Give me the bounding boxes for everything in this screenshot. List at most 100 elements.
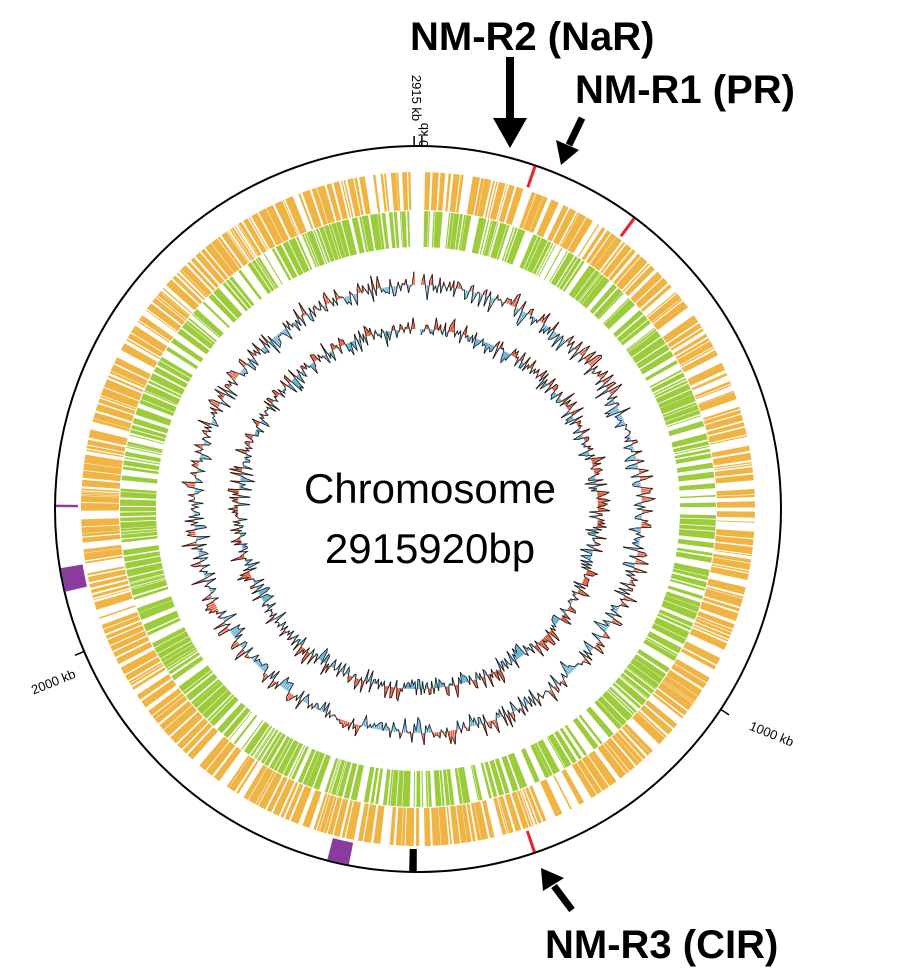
gc-skew-bar (551, 392, 557, 398)
gc-content-bar (341, 719, 344, 724)
reverse-gene-block (447, 212, 454, 249)
reverse-gene-block (120, 488, 157, 494)
reverse-gene-block (133, 586, 169, 600)
forward-gene-block (680, 648, 717, 670)
forward-gene-block (603, 741, 630, 774)
gc-content-bar (242, 369, 248, 374)
reverse-gene-block (496, 224, 510, 260)
forward-gene-block (282, 199, 299, 236)
reverse-gene-block (124, 556, 162, 569)
forward-gene-block (446, 806, 452, 845)
reverse-gene-block (578, 714, 603, 745)
reverse-gene-block (168, 652, 201, 675)
forward-gene-block (137, 320, 171, 343)
forward-gene-block (89, 575, 128, 588)
reverse-gene-block (470, 765, 480, 801)
reverse-gene-block (313, 229, 328, 264)
reverse-gene-block (568, 265, 596, 299)
reverse-gene-block (350, 764, 365, 801)
reverse-gene-block (135, 407, 172, 426)
reverse-gene-block (457, 766, 471, 804)
reverse-gene-block (159, 356, 193, 379)
reverse-gene-block (126, 562, 163, 577)
forward-gene-block (221, 231, 249, 267)
reverse-gene-block (335, 760, 347, 796)
gc-content-bar (230, 627, 239, 634)
reverse-gene-block (607, 688, 635, 715)
reverse-gene-block (663, 595, 700, 613)
forward-gene-block (674, 658, 710, 683)
forward-gene-block (712, 557, 751, 571)
gc-tracks (180, 271, 657, 745)
forward-gene-block (715, 535, 754, 546)
forward-gene-block (588, 750, 617, 787)
reverse-gene-block (673, 440, 710, 453)
reverse-gene-block (157, 360, 191, 383)
reverse-gene-block (122, 545, 160, 556)
forward-gene-block (238, 221, 262, 256)
forward-gene-block (160, 290, 191, 317)
reverse-gene-block (144, 390, 178, 406)
reverse-gene-block (343, 762, 358, 799)
forward-gene-block (470, 802, 482, 841)
region-marker-nm-r2 (526, 165, 537, 188)
gc-content-bar (209, 587, 217, 592)
reverse-gene-block (523, 236, 542, 271)
forward-gene-block (559, 212, 579, 247)
reverse-gene-block (559, 257, 582, 290)
forward-gene-block (621, 725, 650, 756)
reverse-gene-block (381, 212, 390, 249)
forward-gene-block (373, 805, 385, 844)
forward-gene-block (408, 172, 412, 211)
forward-gene-block (702, 406, 740, 421)
gc-skew-bar (500, 351, 508, 363)
forward-gene-block (92, 585, 130, 598)
gc-content-bar (626, 456, 636, 460)
reverse-gene-block (578, 273, 602, 303)
forward-gene-block (716, 511, 755, 518)
forward-gene-block (704, 588, 743, 607)
reverse-gene-block (674, 445, 710, 455)
forward-gene-block (611, 734, 640, 766)
reverse-gene-block (650, 372, 685, 393)
reverse-gene-block (363, 766, 375, 803)
forward-gene-block (113, 636, 150, 658)
reverse-gene-block (141, 393, 177, 413)
forward-gene-block (177, 718, 209, 750)
reverse-gene-block (445, 212, 451, 249)
reverse-gene-block (653, 617, 690, 639)
reverse-gene-block (257, 256, 279, 289)
gc-skew-line (227, 317, 612, 702)
forward-gene-block (581, 226, 606, 261)
reverse-gene-block (559, 727, 582, 760)
forward-gene-block (103, 379, 143, 401)
forward-gene-block (687, 362, 726, 386)
forward-gene-block (647, 293, 682, 323)
reverse-gene-block (277, 739, 299, 775)
forward-gene-block (705, 414, 744, 431)
forward-gene-block (199, 736, 230, 771)
gc-skew-bar (463, 675, 467, 683)
forward-gene-block (709, 435, 748, 445)
gc-content-bar (241, 642, 248, 648)
reverse-gene-block (678, 529, 716, 540)
forward-gene-block (614, 731, 643, 763)
reverse-gene-block (676, 547, 713, 556)
forward-gene-block (345, 801, 362, 840)
reverse-gene-block (628, 330, 661, 358)
gc-content-bar (589, 354, 602, 366)
reverse-gene-block (370, 767, 379, 804)
forward-gene-block (438, 806, 449, 846)
forward-gene-block (589, 233, 617, 268)
forward-gene-block (437, 172, 446, 211)
special-feature-line (56, 504, 79, 508)
gc-content-bar (303, 693, 310, 703)
forward-gene-block (681, 350, 718, 373)
gc-skew-bar (545, 634, 556, 645)
forward-gene-block (280, 781, 299, 818)
gc-content-bar (617, 417, 623, 421)
reverse-gene-block (416, 770, 421, 807)
forward-gene-block (640, 284, 672, 313)
tick-label-1000kb: 1000 kb (747, 718, 796, 749)
reverse-gene-block (148, 380, 182, 399)
